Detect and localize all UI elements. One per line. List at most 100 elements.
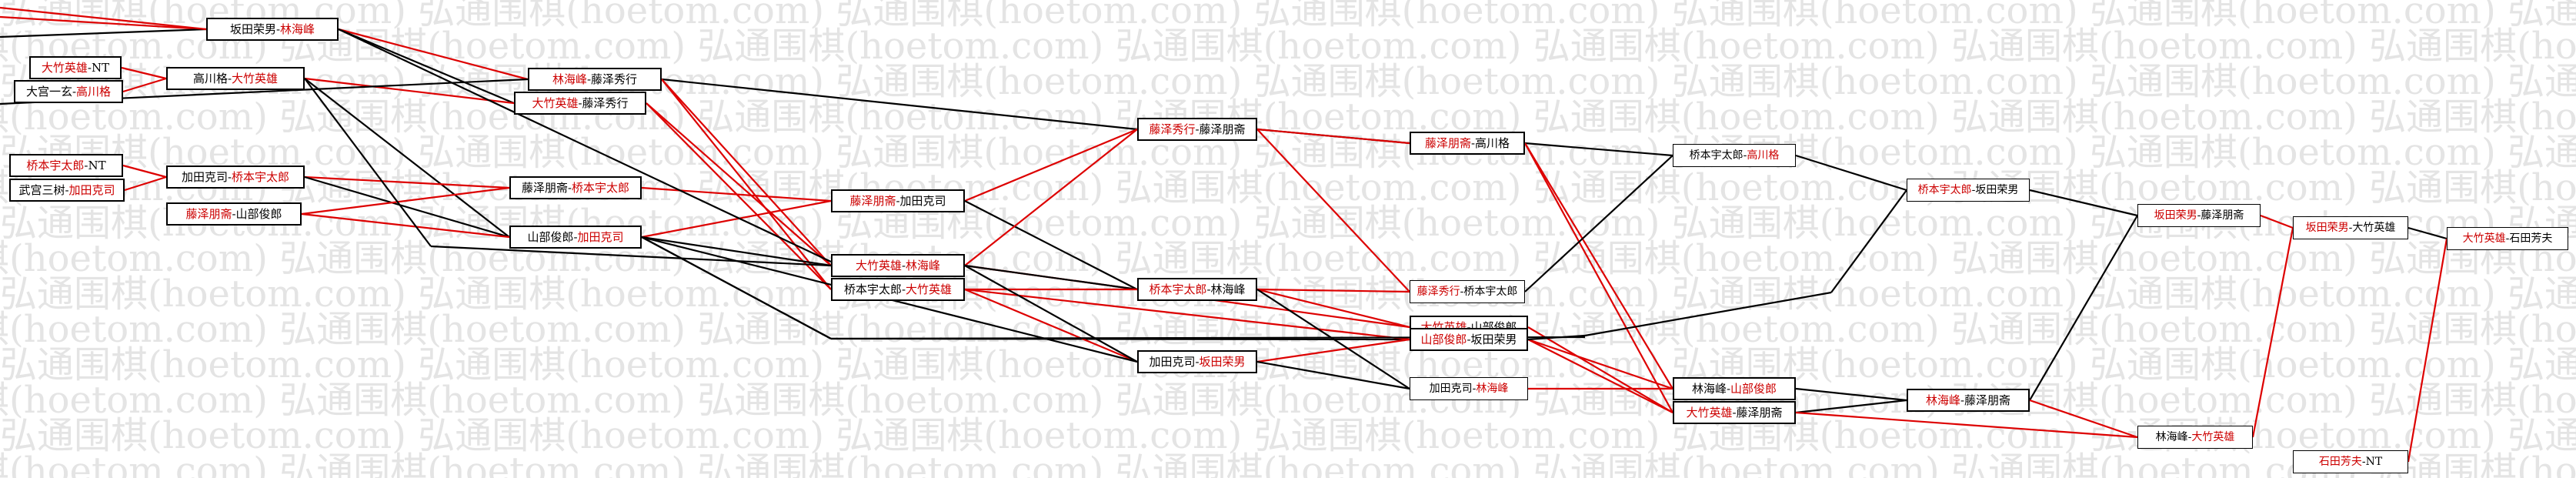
separator: -	[1971, 184, 1976, 196]
separator: -	[87, 61, 92, 75]
bracket-link	[0, 28, 207, 38]
bracket-link	[1584, 291, 1832, 337]
bracket-link	[2029, 215, 2138, 401]
bracket-link	[1256, 338, 1410, 363]
bracket-link	[1795, 399, 1907, 414]
bracket-link	[122, 164, 167, 179]
player-name: NT	[88, 159, 106, 172]
bracket-link	[1795, 154, 1907, 192]
match-node: 山部俊郎-坂田荣男	[1410, 328, 1528, 351]
bracket-link	[641, 186, 832, 202]
bracket-link	[1524, 155, 1673, 292]
separator: -	[1467, 320, 1471, 334]
separator: -	[573, 230, 578, 244]
separator: -	[1195, 355, 1200, 369]
player-name: 石田芳夫	[2509, 232, 2553, 245]
player-name: 林海峰	[1925, 393, 1960, 407]
match-node: 大宫一玄-高川格	[14, 80, 123, 103]
separator: -	[896, 194, 900, 208]
match-node: 坂田荣男-藤泽朋斋	[2137, 204, 2261, 227]
bracket-link	[301, 186, 510, 216]
player-name: 山部俊郎	[1730, 382, 1777, 396]
player-name: 藤泽朋斋	[2201, 209, 2244, 222]
bracket-link	[304, 175, 510, 189]
bracket-link	[964, 265, 1138, 363]
player-name: 大宫一玄	[25, 85, 72, 99]
bracket-link	[964, 288, 1410, 341]
player-name: 藤泽秀行	[582, 96, 629, 110]
bracket-link	[304, 78, 432, 247]
bracket-link	[1524, 142, 1673, 389]
player-name: 林海峰	[1691, 382, 1727, 396]
separator: -	[1960, 393, 1965, 407]
player-name: 山部俊郎	[527, 230, 574, 244]
match-node: 林海峰-藤泽秀行	[528, 68, 662, 91]
player-name: 藤泽秀行	[1149, 122, 1196, 136]
separator: -	[1726, 382, 1731, 396]
player-name: 林海峰	[1210, 282, 1246, 296]
player-name: NT	[2365, 456, 2383, 468]
bracket-link	[1795, 387, 1907, 402]
bracket-link	[641, 236, 832, 267]
bracket-link	[1524, 142, 1673, 413]
separator: -	[227, 72, 232, 85]
bracket-link	[1256, 129, 1410, 292]
bracket-link	[964, 200, 1138, 290]
player-name: 大竹英雄	[855, 259, 902, 272]
separator: -	[2505, 232, 2510, 245]
match-node: 大竹英雄-林海峰	[831, 254, 965, 277]
match-node: 大竹英雄-藤泽秀行	[514, 92, 646, 115]
match-node: 藤泽秀行-藤泽朋斋	[1137, 118, 1257, 141]
match-node: 大竹英雄-NT	[29, 56, 122, 79]
player-name: 高川格	[1747, 149, 1780, 162]
player-name: 林海峰	[906, 259, 941, 272]
match-node: 藤泽秀行-桥本宇太郎	[1410, 280, 1525, 303]
separator: -	[586, 72, 592, 86]
separator: -	[72, 85, 77, 99]
player-name: 藤泽朋斋	[1736, 406, 1783, 420]
player-name: 林海峰	[1476, 383, 1509, 395]
bracket-link	[122, 77, 167, 93]
separator: -	[2187, 431, 2192, 443]
player-name: 加田克司	[1429, 383, 1473, 395]
match-node: 大竹英雄-石田芳夫	[2447, 227, 2568, 250]
bracket-link	[124, 175, 167, 192]
player-name: 高川格	[1475, 136, 1510, 150]
match-node: 加田克司-林海峰	[1410, 377, 1528, 400]
player-name: 林海峰	[280, 22, 315, 36]
player-name: 坂田荣男	[2154, 209, 2197, 222]
match-node: 坂田荣男-大竹英雄	[2293, 216, 2408, 239]
player-name: 藤泽秀行	[1416, 286, 1460, 298]
bracket-link	[964, 128, 1138, 202]
player-name: 高川格	[76, 85, 112, 99]
player-name: 桥本宇太郎	[232, 170, 290, 184]
bracket-link	[1527, 326, 1673, 413]
separator: -	[1467, 333, 1471, 346]
bracket-link	[338, 28, 832, 262]
bracket-link	[301, 212, 510, 239]
match-node: 加田克司-坂田荣男	[1137, 350, 1257, 373]
player-name: 大竹英雄	[906, 282, 953, 296]
bracket-link	[641, 236, 832, 339]
bracket-link	[1527, 339, 1673, 413]
player-name: 坂田荣男	[229, 22, 276, 36]
bracket-link	[661, 78, 1138, 131]
bracket-link	[964, 264, 1138, 291]
player-name: 桥本宇太郎	[1463, 286, 1518, 298]
bracket-link	[2260, 214, 2294, 229]
bracket-link	[2407, 238, 2448, 463]
player-name: 加田克司	[181, 170, 228, 184]
player-name: 加田克司	[68, 183, 115, 197]
separator: -	[901, 259, 906, 272]
bracket-link	[304, 78, 510, 238]
bracket-link	[1256, 360, 1410, 390]
separator: -	[1470, 136, 1476, 150]
match-node: 藤泽朋斋-高川格	[1410, 132, 1525, 155]
bracket-link	[641, 199, 832, 239]
separator: -	[1743, 149, 1747, 162]
bracket-link	[1795, 411, 2138, 439]
player-name: 藤泽朋斋	[1424, 136, 1471, 150]
player-name: 大竹英雄	[2191, 431, 2235, 443]
player-name: 山部俊郎	[235, 207, 282, 221]
player-name: 山部俊郎	[1420, 333, 1467, 346]
